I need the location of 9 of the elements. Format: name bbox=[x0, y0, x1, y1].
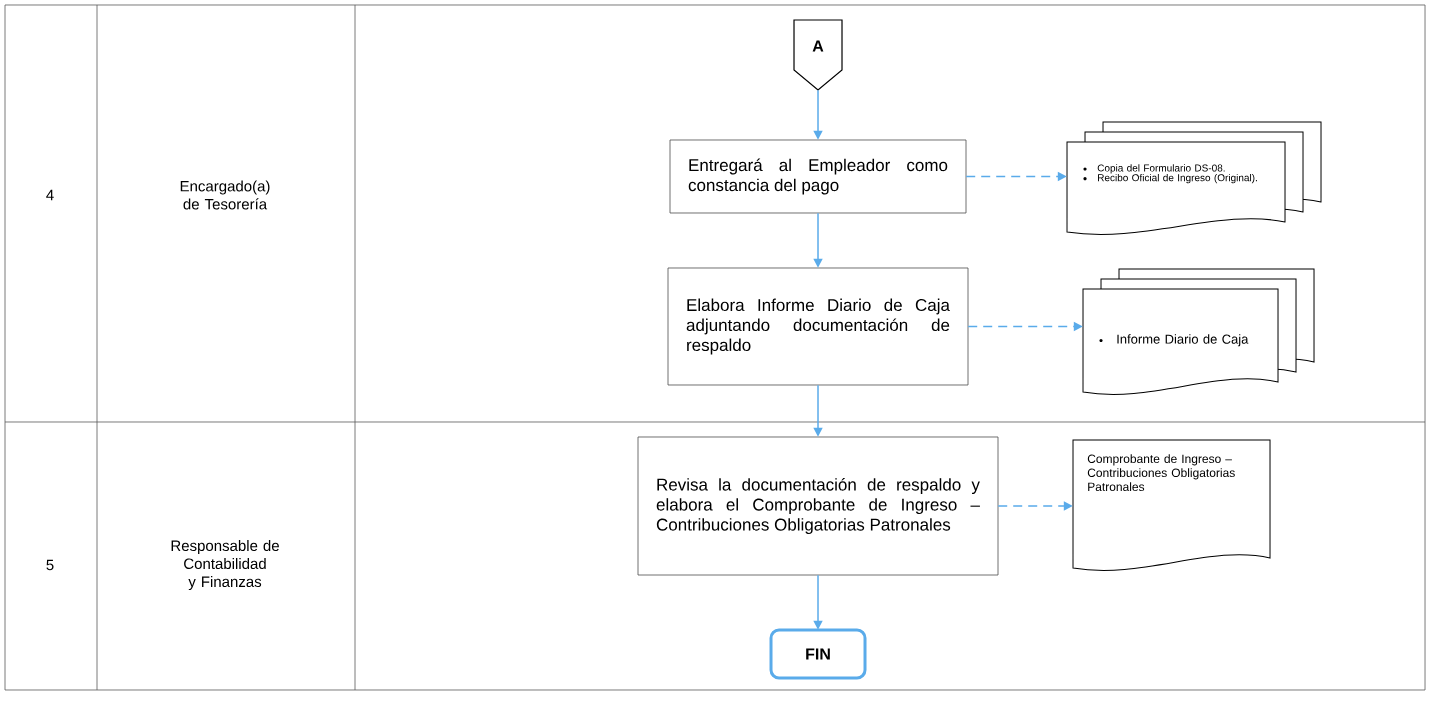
off-page-connector: A bbox=[793, 19, 843, 91]
role-label: Responsable de Contabilidad y Finanzas bbox=[171, 540, 279, 590]
row-number: 4 bbox=[46, 189, 54, 201]
row-number: 5 bbox=[46, 559, 54, 571]
process-box: Revisa la documentación de respaldo y elabora el Comprobante de Ingreso – Contribuciones Obligatorias Patronales bbox=[637, 436, 999, 576]
role-label: Encargado(a) de Tesorería bbox=[180, 180, 270, 210]
process-box: Elabora Informe Diario de Caja adjuntando documentación de respaldo bbox=[667, 267, 969, 386]
process-box: Entregará al Empleador como constancia del pago bbox=[669, 139, 967, 214]
terminator-box: FIN bbox=[769, 628, 867, 680]
